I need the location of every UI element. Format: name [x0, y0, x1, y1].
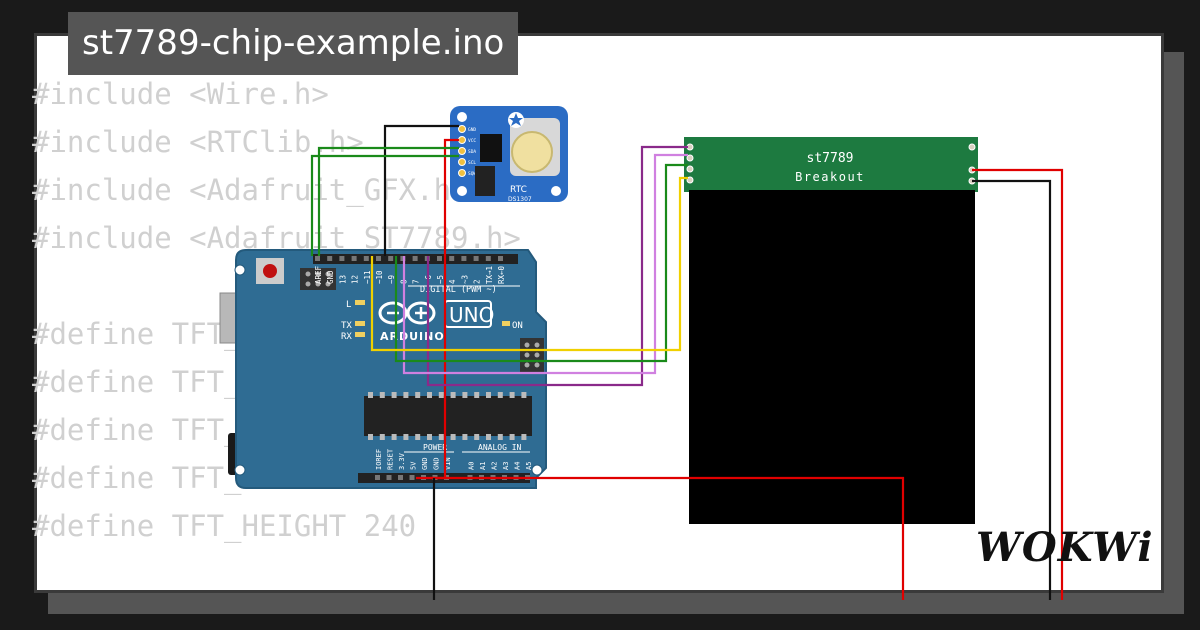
digital-header-label: DIGITAL (PWM ~)	[420, 285, 497, 295]
icsp2-header	[520, 338, 544, 372]
pin-label: A0	[468, 462, 476, 470]
rtc-pin-label: VCC	[468, 138, 476, 144]
pin-label: 5V	[410, 461, 418, 470]
wire-tft-yellow	[370, 176, 688, 352]
pin-label: ~11	[363, 270, 372, 284]
display-subtitle: Breakout	[795, 170, 865, 184]
pin-label: A2	[491, 462, 499, 470]
atmega-chip	[364, 392, 532, 440]
pin-label: ~9	[387, 275, 396, 284]
pin-label: A3	[502, 462, 510, 470]
wokwi-logo: WOKWi	[976, 524, 1154, 571]
led-rx	[355, 332, 365, 337]
pin-label: AREF	[314, 265, 323, 284]
rtc-pin-label: SQW	[468, 171, 476, 177]
analog-header-label: ANALOG IN	[478, 443, 522, 452]
rtc-chip	[480, 134, 502, 162]
pin-label: 2	[473, 279, 482, 284]
display-pcb	[684, 137, 978, 192]
led-l	[355, 300, 365, 305]
pin-label: GND	[433, 457, 441, 470]
pin-label: VIN	[444, 457, 452, 470]
adafruit-star-icon	[508, 112, 524, 128]
wire-rtc-sda	[317, 146, 459, 256]
rtc-pin-label: SCL	[468, 160, 476, 166]
power-header-label: POWER	[423, 443, 447, 452]
wire-rtc-gnd	[383, 124, 459, 256]
pin-label: RX←0	[497, 265, 506, 284]
led-on-label: ON	[512, 321, 523, 331]
wire-5v-red	[416, 476, 905, 600]
icsp-header	[300, 268, 336, 290]
pin-label: ~10	[375, 270, 384, 284]
pin-label: 12	[351, 275, 360, 284]
pin-label: 4	[448, 279, 457, 284]
arduino-brand: ARDUINO	[380, 330, 445, 343]
rtc-pin-labels: GND VCC SDA SCL SQW	[468, 127, 476, 177]
st7789-display[interactable]: st7789 Breakout	[684, 137, 978, 524]
rtc-label: RTC	[510, 185, 527, 195]
wire-tft-vcc	[972, 168, 1064, 600]
pin-label: A4	[514, 462, 522, 470]
code-line: #include <Wire.h>	[32, 77, 329, 111]
pin-label: RESET	[387, 448, 395, 470]
led-tx-label: TX	[341, 321, 352, 331]
pin-label: TX→1	[485, 266, 494, 284]
wire-rtc-scl	[310, 154, 459, 256]
pin-label: 3.3V	[398, 452, 406, 470]
wire-tft-purple	[426, 145, 688, 387]
rtc-pin-label: SDA	[468, 149, 476, 155]
display-screen	[689, 190, 975, 524]
pin-label: GND	[421, 457, 429, 470]
led-on	[502, 321, 510, 326]
pin-label: 13	[338, 275, 347, 284]
rtc-pin-label: GND	[468, 127, 476, 133]
pin-label: GND	[326, 270, 335, 284]
pin-label: 7	[412, 279, 421, 284]
code-line: #include <Adafruit_GFX.h>	[32, 173, 469, 207]
rtc-chip-label: DS1307	[508, 196, 532, 203]
arduino-logo-icon	[378, 301, 436, 325]
code-line: #include <RTClib.h>	[32, 125, 364, 159]
wires	[310, 124, 1064, 600]
pin-label: ~5	[436, 275, 445, 284]
wire-tft-violet	[402, 153, 688, 375]
rtc-crystal	[475, 166, 495, 196]
pin-label: IOREF	[375, 449, 383, 470]
rtc-pins	[458, 125, 466, 177]
wire-tft-green	[394, 163, 688, 363]
led-l-label: L	[346, 300, 351, 310]
arduino-model: UNO	[449, 303, 494, 327]
page-title: st7789-chip-example.ino	[68, 12, 519, 75]
code-line: #define TFT_HEIGHT 240	[32, 509, 417, 543]
pin-label: A1	[479, 462, 487, 470]
rtc-ds1307-module[interactable]: GND VCC SDA SCL SQW RTC DS1307	[450, 106, 568, 203]
display-name: st7789	[807, 151, 854, 166]
pin-label: A5	[525, 462, 533, 470]
wire-tft-gnd	[972, 179, 1052, 600]
pin-label: ~3	[460, 275, 469, 284]
led-rx-label: RX	[341, 332, 352, 342]
led-tx	[355, 321, 365, 326]
coin-cell	[511, 131, 553, 173]
